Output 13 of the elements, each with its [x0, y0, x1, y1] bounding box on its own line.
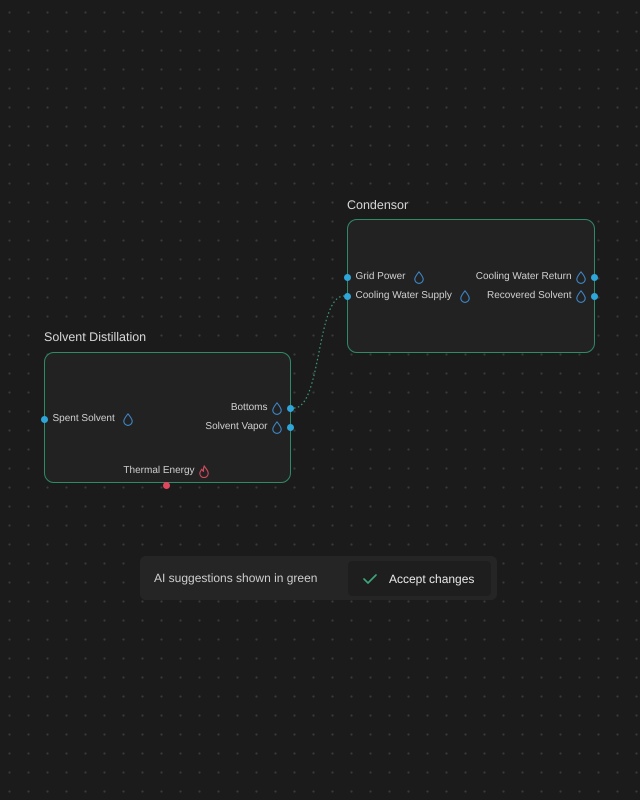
port-label: Grid Power — [356, 270, 406, 284]
node-title: Solvent Distillation — [44, 329, 146, 345]
port-label: Thermal Energy — [123, 464, 195, 478]
port-label: Recovered Solvent — [487, 289, 572, 303]
connector-line — [294, 295, 344, 409]
port-label: Solvent Vapor — [205, 420, 268, 434]
port-label: Spent Solvent — [52, 412, 115, 426]
suggestion-message: AI suggestions shown in green — [154, 570, 318, 586]
port-label: Cooling Water Supply — [356, 289, 452, 303]
port-label: Bottoms — [230, 401, 268, 415]
port-label: Cooling Water Return — [476, 270, 572, 284]
node-title: Condensor — [347, 197, 408, 213]
accept-button: Accept changes — [348, 561, 491, 596]
